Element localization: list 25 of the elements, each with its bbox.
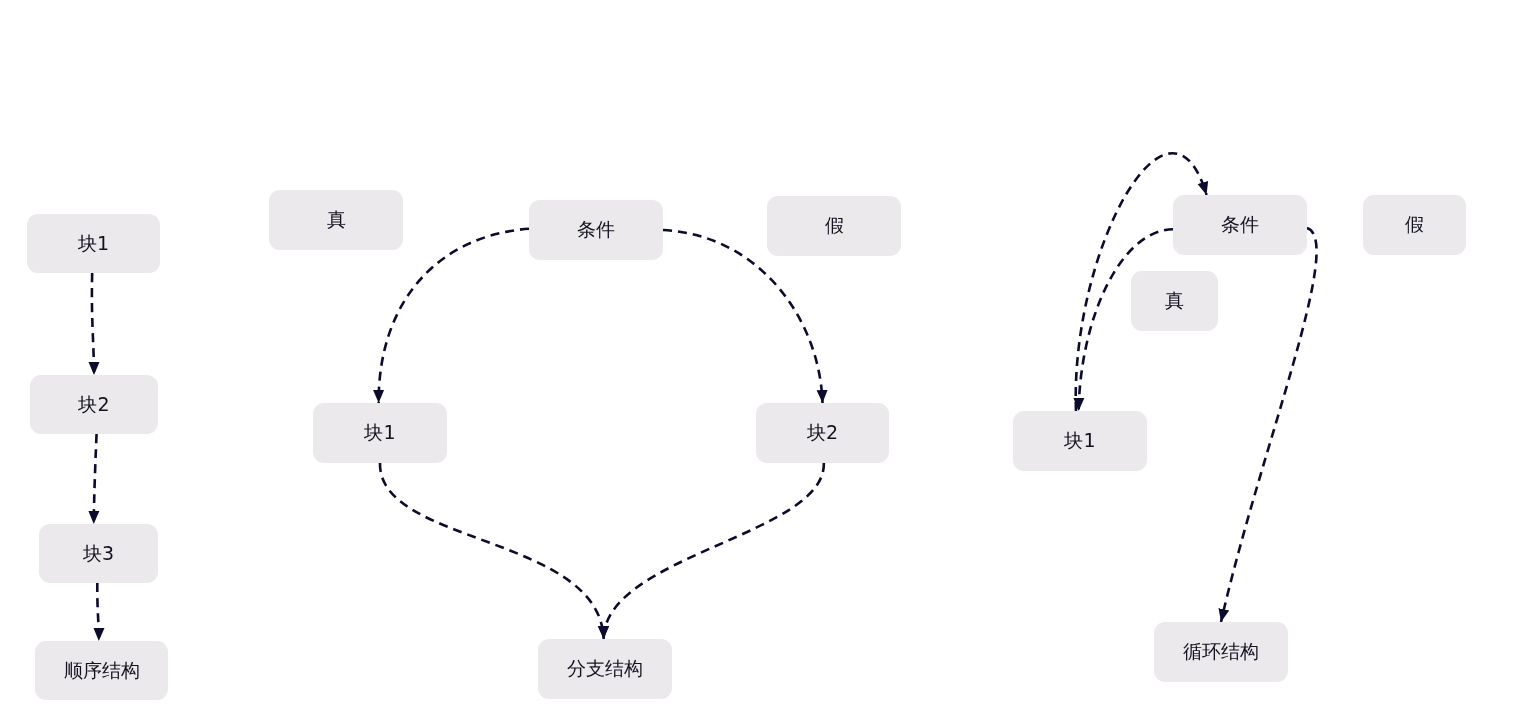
label-box: 真 bbox=[1131, 271, 1218, 331]
process-box: 块2 bbox=[756, 403, 889, 463]
result-box: 顺序结构 bbox=[35, 641, 168, 700]
arrow bbox=[601, 462, 826, 640]
process-box: 块2 bbox=[30, 375, 158, 434]
arrow bbox=[88, 272, 100, 375]
arrow bbox=[1074, 152, 1208, 412]
arrow bbox=[1218, 227, 1318, 623]
label-box: 真 bbox=[269, 190, 403, 250]
arrow bbox=[93, 583, 105, 641]
arrow bbox=[1073, 227, 1174, 412]
label-box: 假 bbox=[1363, 195, 1466, 255]
condition-box: 条件 bbox=[529, 200, 663, 260]
arrow bbox=[378, 462, 607, 640]
label-box: 假 bbox=[767, 196, 901, 256]
process-box: 块1 bbox=[27, 214, 160, 273]
process-box: 块1 bbox=[1013, 411, 1147, 471]
result-box: 分支结构 bbox=[538, 639, 672, 699]
process-box: 块3 bbox=[39, 524, 158, 583]
arrow bbox=[88, 433, 100, 524]
arrow bbox=[373, 227, 530, 404]
arrow bbox=[662, 228, 827, 404]
process-box: 块1 bbox=[313, 403, 447, 463]
result-box: 循环结构 bbox=[1154, 622, 1288, 682]
condition-box: 条件 bbox=[1173, 195, 1307, 255]
